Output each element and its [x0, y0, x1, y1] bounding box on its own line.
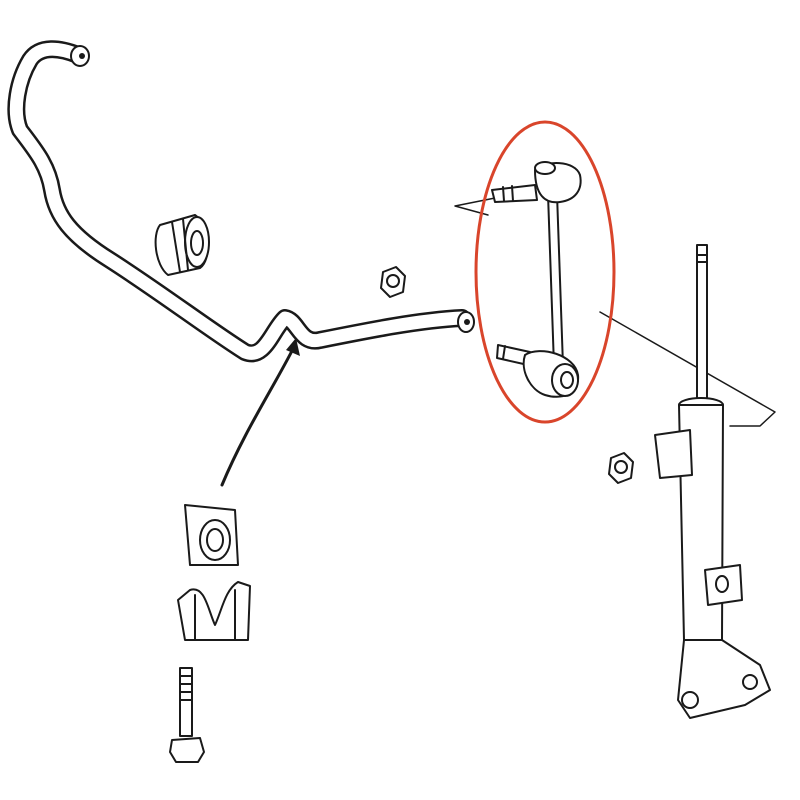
- highlight-ellipse: [474, 120, 616, 424]
- shock-absorber-strut: [654, 244, 771, 719]
- mount-bushing: [177, 581, 251, 641]
- nut: [380, 266, 406, 298]
- bar-bushing: [154, 214, 210, 276]
- stabilizer-link: [491, 161, 582, 398]
- nut: [608, 452, 634, 484]
- bolt: [169, 667, 205, 763]
- mount-bracket: [184, 504, 239, 566]
- arrow: [220, 338, 300, 487]
- mounting-plane: [454, 195, 776, 427]
- stabilizer-bar: [7, 40, 475, 363]
